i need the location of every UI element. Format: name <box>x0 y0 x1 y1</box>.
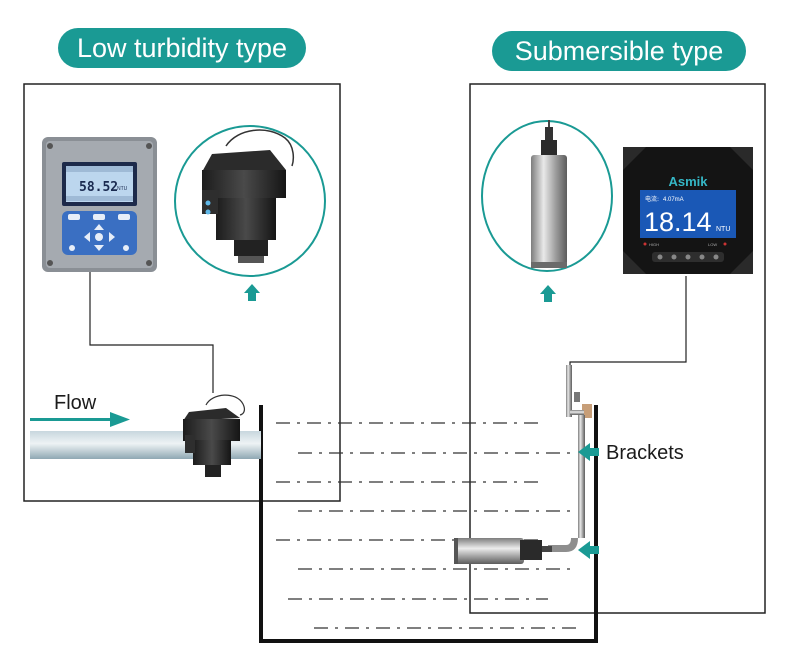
right-meter-low-label: LOW <box>708 242 717 247</box>
left-meter-unit: NTU <box>117 186 128 192</box>
flow-arrow <box>30 412 130 427</box>
right-meter-cable <box>569 276 687 370</box>
right-panel-frame <box>469 83 766 614</box>
right-meter-high-label: HIGH <box>649 242 659 247</box>
water-tank <box>259 405 598 643</box>
submersed-sensor <box>454 538 542 564</box>
submersible-sensor-image <box>531 120 567 268</box>
flow-label: Flow <box>54 392 97 414</box>
left-meter-cable <box>89 272 214 393</box>
right-meter-reading: 18.14 <box>644 207 712 237</box>
left-meter-reading: 58.52 <box>79 180 118 195</box>
brackets-label: Brackets <box>606 442 684 464</box>
right-up-arrow <box>540 285 556 302</box>
left-turbidity-meter: 58.52 NTU <box>42 137 157 272</box>
right-meter-unit: NTU <box>716 226 730 233</box>
low-turbidity-title: Low turbidity type <box>58 28 306 68</box>
mounting-bracket <box>540 365 592 552</box>
bracket-arrow-lower <box>578 541 599 559</box>
right-meter-brand: Asmik <box>668 174 708 189</box>
submersible-title: Submersible type <box>492 31 746 71</box>
low-turbidity-sensor-image <box>202 129 295 263</box>
pipe-mounted-sensor <box>183 394 246 477</box>
bracket-arrow-upper <box>578 443 599 461</box>
right-turbidity-meter: Asmik 电流: 4.07mA 18.14 NTU HIGH LOW <box>623 147 753 274</box>
right-meter-current-value: 4.07mA <box>663 197 684 203</box>
left-panel-frame <box>23 83 341 502</box>
water-level-lines <box>276 422 576 629</box>
left-up-arrow <box>244 284 260 301</box>
right-meter-current-label: 电流: <box>645 195 659 203</box>
